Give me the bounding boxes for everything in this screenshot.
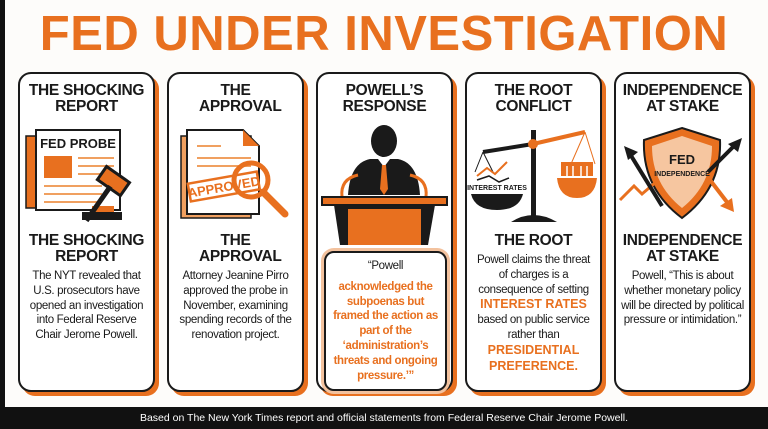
highlight-interest-rates: INTEREST RATES: [480, 297, 587, 312]
card-body: The NYT revealed that U.S. prosecutors h…: [29, 270, 144, 342]
card-powells-response: POWELL’S RESPONSE “Powell acknowledged t…: [316, 72, 453, 392]
body-text: Powell claims the threat of charges is a…: [476, 254, 591, 296]
card-independence: INDEPENDENCE AT STAKE FED INDEPENDENCE I…: [614, 72, 751, 392]
quote-bubble: “Powell acknowledged the subpoenas but f…: [324, 251, 447, 391]
card-root-conflict: THE ROOT CONFLICT INTEREST RATES THE ROO…: [465, 72, 602, 392]
svg-text:INDEPENDENCE: INDEPENDENCE: [654, 171, 710, 178]
card-subheading: THE ROOT: [494, 232, 573, 249]
footer-source: Based on The New York Times report and o…: [139, 412, 629, 424]
card-body: Attorney Jeanine Pirro approved the prob…: [179, 270, 292, 342]
card-approval: THE APPROVAL APPROVED THE APPROVAL Attor…: [167, 72, 304, 392]
balance-scale-icon: INTEREST RATES: [467, 115, 600, 233]
svg-text:INTEREST RATES: INTEREST RATES: [467, 185, 527, 192]
card-heading: POWELL’S RESPONSE: [342, 82, 427, 115]
approved-document-magnifier-icon: APPROVED: [169, 115, 302, 233]
svg-text:FED: FED: [669, 152, 695, 167]
svg-text:FED PROBE: FED PROBE: [40, 136, 116, 151]
card-heading: THE ROOT CONFLICT: [494, 82, 573, 115]
card-shocking-report: THE SHOCKING REPORT FED PROBE THE SHOCKI…: [18, 72, 155, 392]
card-heading: THE APPROVAL: [199, 82, 282, 115]
page-title: FED UNDER INVESTIGATION: [39, 7, 729, 61]
card-heading: THE SHOCKING REPORT: [28, 82, 145, 115]
card-heading: INDEPENDENCE AT STAKE: [622, 82, 743, 115]
card-subheading: THE APPROVAL: [199, 232, 282, 265]
card-body: Powell claims the threat of charges is a…: [472, 253, 595, 374]
highlight-presidential-preference: PRESIDENTIAL PREFERENCE.: [487, 342, 580, 373]
shield-arrows-icon: FED INDEPENDENCE: [616, 115, 749, 233]
body-text: based on public service rather than: [477, 314, 590, 341]
quote-text: acknowledged the subpoenas but framed th…: [333, 280, 438, 382]
newspaper-gavel-icon: FED PROBE: [20, 115, 153, 233]
card-subheading: INDEPENDENCE AT STAKE: [622, 232, 743, 265]
quote-open: “Powell: [367, 260, 404, 272]
speaker-podium-icon: [318, 115, 451, 245]
card-subheading: THE SHOCKING REPORT: [28, 232, 145, 265]
card-body: Powell, “This is about whether monetary …: [621, 270, 744, 327]
